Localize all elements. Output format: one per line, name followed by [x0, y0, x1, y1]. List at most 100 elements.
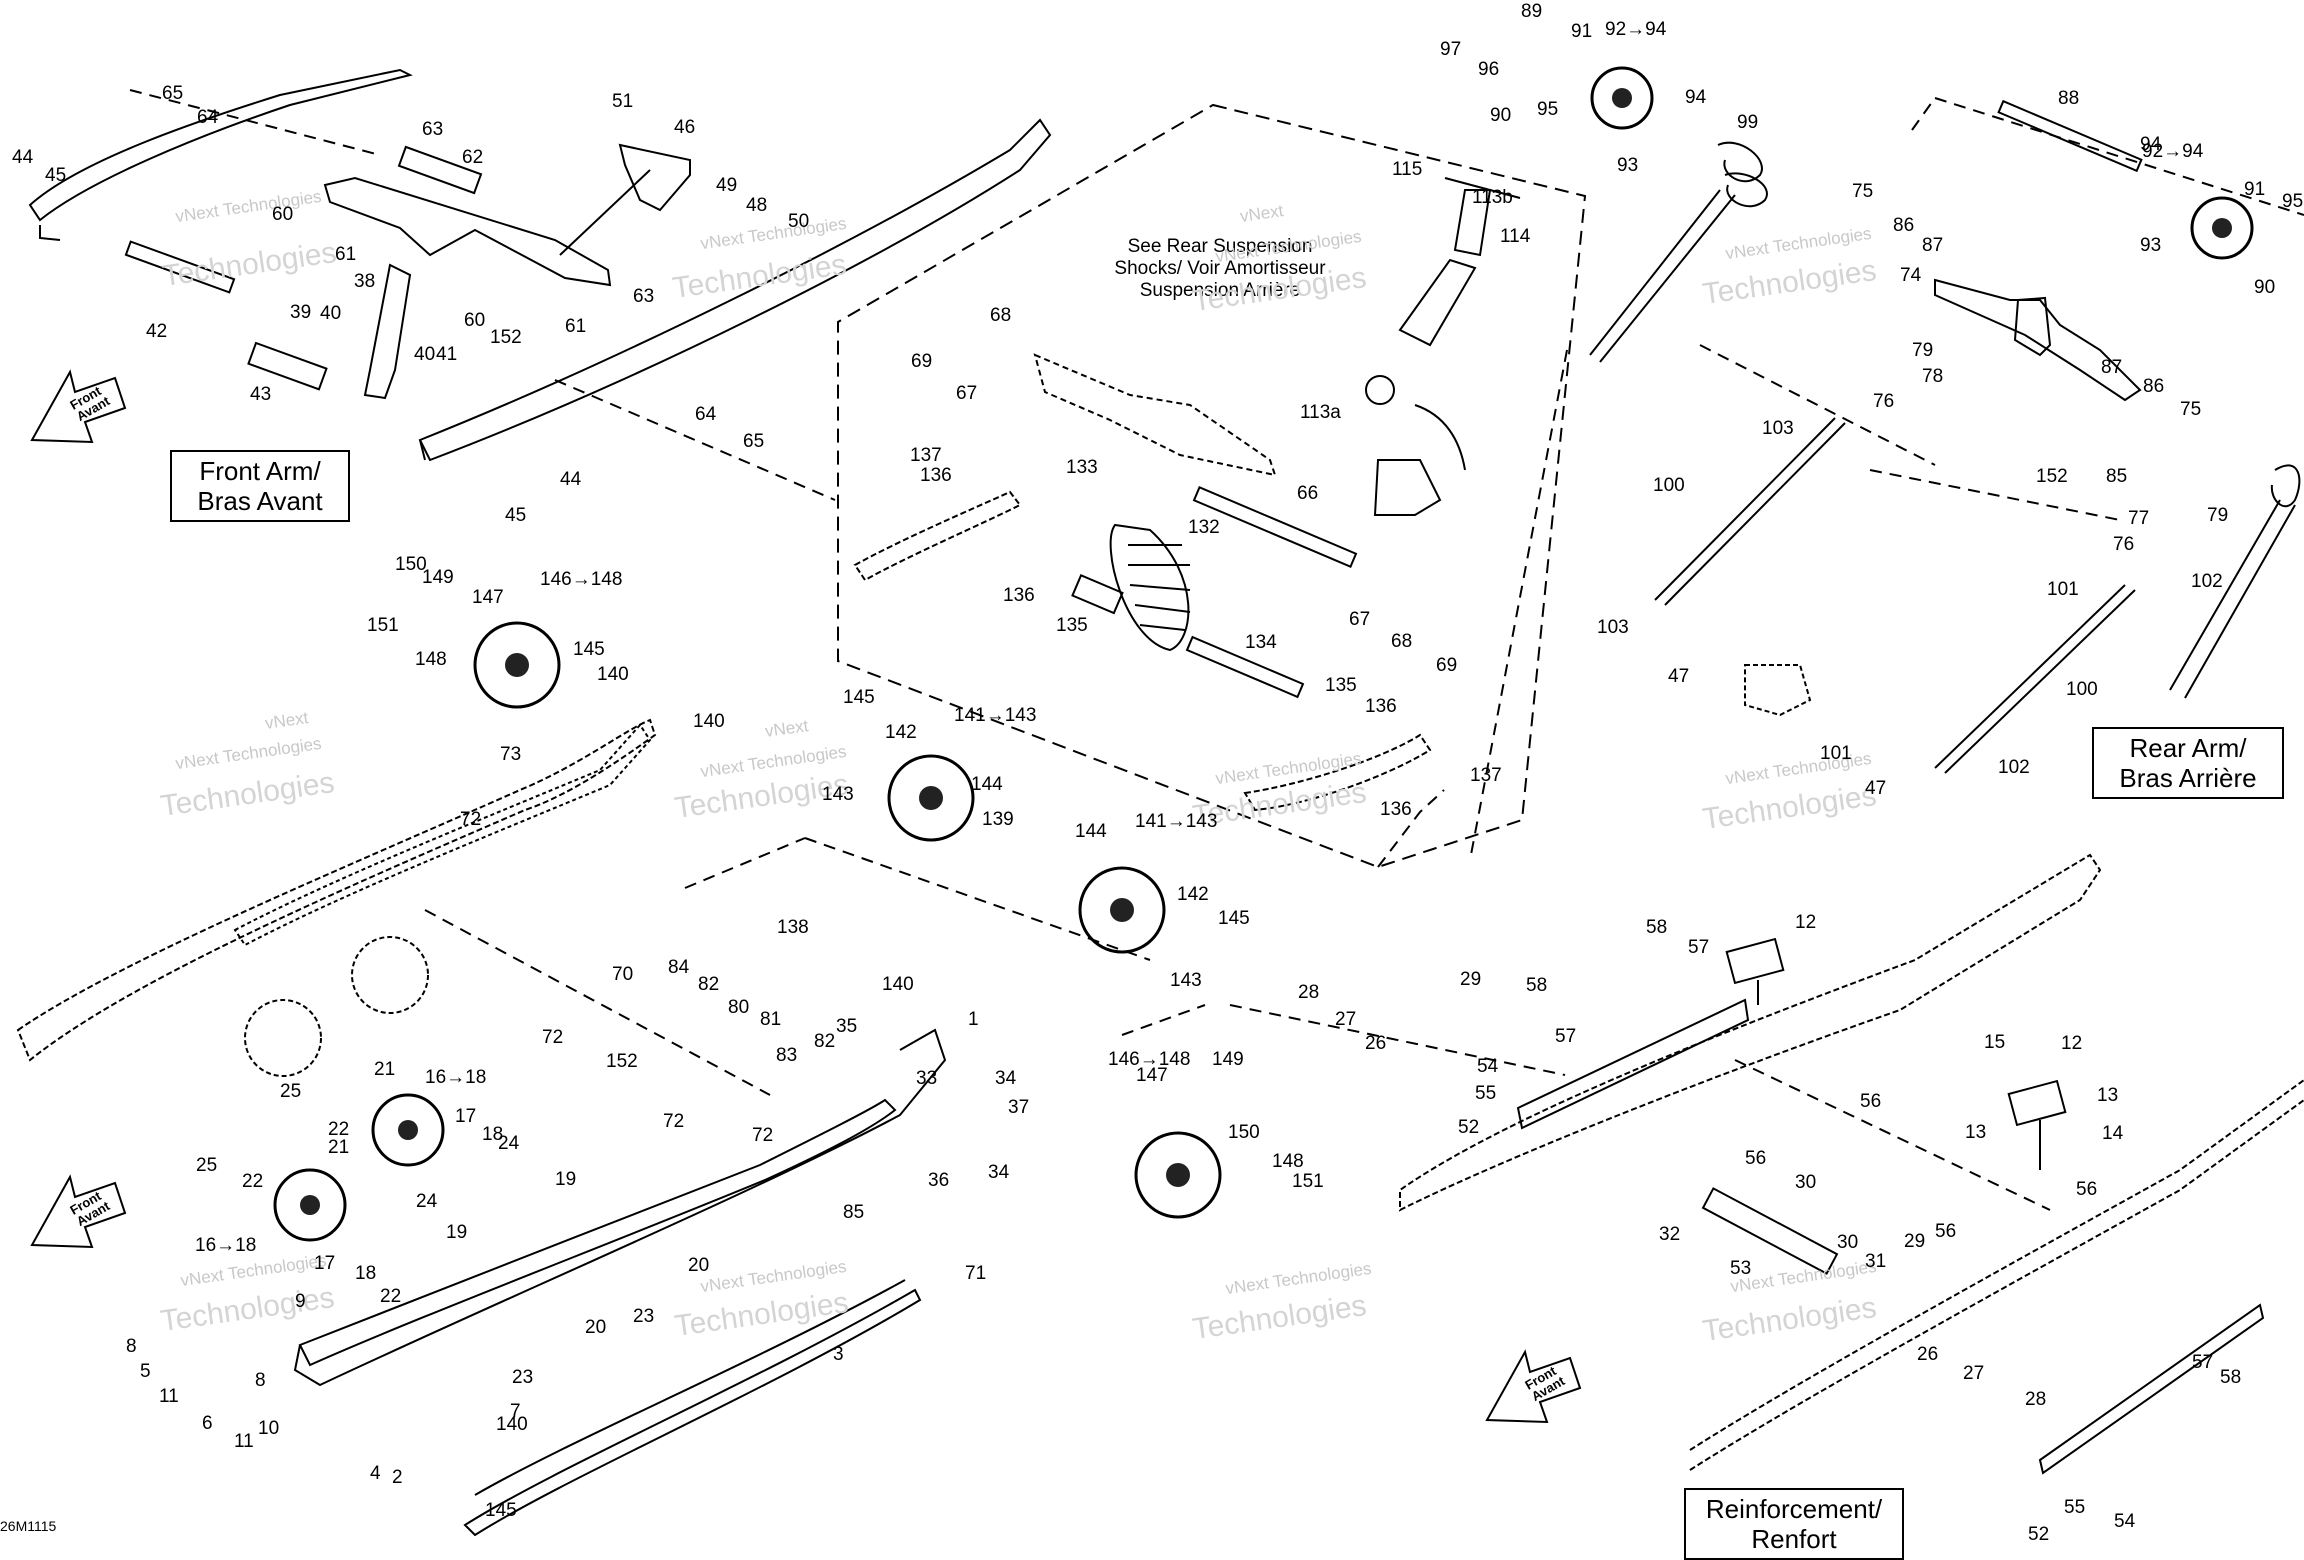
callout-number: 32 [1659, 1224, 1681, 1245]
callout-number: 142 [1177, 884, 1209, 905]
callout-number: 11 [159, 1386, 179, 1407]
callout-number: 87 [2101, 357, 2123, 378]
shaft-88 [1997, 99, 2143, 173]
rod-100a [1654, 417, 1836, 601]
callout-number: 6 [202, 1413, 213, 1434]
wheel-146-148-top [473, 621, 561, 709]
rear-arm-title: Rear Arm/ Bras Arrière [2092, 727, 2284, 799]
wheel-92-94-b [2190, 196, 2254, 260]
callout-number: 21 [374, 1059, 396, 1080]
callout-number: 115 [1392, 159, 1423, 180]
callout-number: 113a [1300, 402, 1341, 423]
callout-number: 132 [1188, 517, 1220, 538]
callout-number: 84 [668, 957, 690, 978]
callout-number: 145 [485, 1500, 517, 1521]
callout-number: 145 [573, 639, 605, 660]
callout-number: 50 [788, 211, 810, 232]
dash-line [684, 837, 806, 889]
callout-number: 147 [472, 587, 504, 608]
callout-number: 140 [496, 1414, 528, 1435]
reinforcement-title-line2: Renfort [1751, 1524, 1837, 1554]
front-upper-rail [28, 68, 413, 241]
callout-number: 72 [752, 1125, 774, 1146]
dash-line [554, 379, 836, 501]
left-main-rail [16, 718, 657, 1062]
callout-number: 65 [162, 83, 184, 104]
callout-number: 72 [460, 809, 482, 830]
callout-number: 152 [2036, 466, 2068, 487]
note-line3: Suspension Arrière [1139, 280, 1301, 301]
callout-number: 19 [446, 1222, 468, 1243]
callout-number: 152 [490, 327, 522, 348]
dash-line [1869, 469, 2121, 521]
callout-number: 68 [1391, 631, 1413, 652]
callout-number: 68 [990, 305, 1012, 326]
callout-number: 30 [1837, 1232, 1859, 1253]
callout-number: 47 [1668, 666, 1690, 687]
callout-number: 87 [1922, 235, 1944, 256]
callout-number: 100 [1653, 475, 1685, 496]
callout-number: 150 [1228, 1122, 1260, 1143]
callout-number: 64 [197, 107, 219, 128]
rod-100b [1934, 584, 2126, 769]
callout-number: 51 [612, 91, 634, 112]
callout-number: 55 [1475, 1083, 1497, 1104]
callout-number: 4 [370, 1463, 381, 1484]
callout-number: 145 [1218, 908, 1250, 929]
tube-43 [247, 341, 328, 391]
tube-135 [1071, 573, 1124, 615]
callout-number: 92→94 [2142, 141, 2204, 162]
callout-number: 40 [320, 303, 342, 324]
callout-number: 16→18 [425, 1067, 487, 1088]
spring-rear [2169, 464, 2301, 699]
callout-number: 53 [1730, 1258, 1752, 1279]
callout-number: 8 [126, 1336, 137, 1357]
wheel-hub [300, 1195, 320, 1215]
callout-number: 79 [2207, 505, 2229, 526]
callout-number: 25 [196, 1155, 218, 1176]
front-arm-link [363, 263, 412, 400]
shock-absorber-upper [1365, 177, 1521, 405]
callout-number: 90 [1490, 105, 1512, 126]
bracket-46 [618, 143, 691, 212]
callout-number: 95 [2282, 191, 2304, 212]
callout-number: 30 [1795, 1172, 1817, 1193]
callout-number: 44 [560, 469, 582, 490]
callout-number: 75 [1852, 181, 1874, 202]
dash-line [1911, 97, 1936, 131]
callout-number: 85 [2106, 466, 2128, 487]
callout-number: 49 [716, 175, 738, 196]
callout-number: 91 [1571, 21, 1593, 42]
callout-number: 82 [814, 1031, 836, 1052]
slide-rail [298, 1098, 897, 1367]
callout-number: 97 [1440, 39, 1462, 60]
dash-line [1934, 97, 2304, 216]
callout-number: 140 [882, 974, 914, 995]
reinforcement-title-line1: Reinforcement/ [1705, 1494, 1883, 1524]
callout-number: 91 [2244, 179, 2266, 200]
callout-number: 18 [355, 1263, 377, 1284]
reinforcement-title: Reinforcement/ Renfort [1684, 1488, 1904, 1560]
dash-line [1734, 1059, 2051, 1211]
callout-number: 26 [1917, 1344, 1939, 1365]
callout-number: 101 [1820, 743, 1852, 764]
callout-number: 145 [843, 687, 875, 708]
rod-100a [1664, 422, 1846, 606]
front-arm-title-line2: Bras Avant [197, 486, 323, 516]
callout-number: 7 [510, 1401, 521, 1422]
tube-62 [397, 145, 483, 195]
callout-number: 142 [885, 722, 917, 743]
shock-bracket [1373, 459, 1442, 516]
callout-number: 136 [1003, 585, 1035, 606]
callout-number: 137 [1470, 765, 1502, 786]
callout-number: 60 [272, 204, 294, 225]
shock-rail-lower [1243, 733, 1432, 812]
callout-number: 137 [910, 445, 942, 466]
callout-number: 17 [455, 1106, 477, 1127]
callout-number: 80 [728, 997, 750, 1018]
shock-section-boundary [837, 103, 1587, 869]
wheel-hub [1166, 1163, 1190, 1187]
callout-number: 31 [1865, 1251, 1887, 1272]
callout-number: 93 [2140, 235, 2162, 256]
callout-number: 70 [612, 964, 634, 985]
